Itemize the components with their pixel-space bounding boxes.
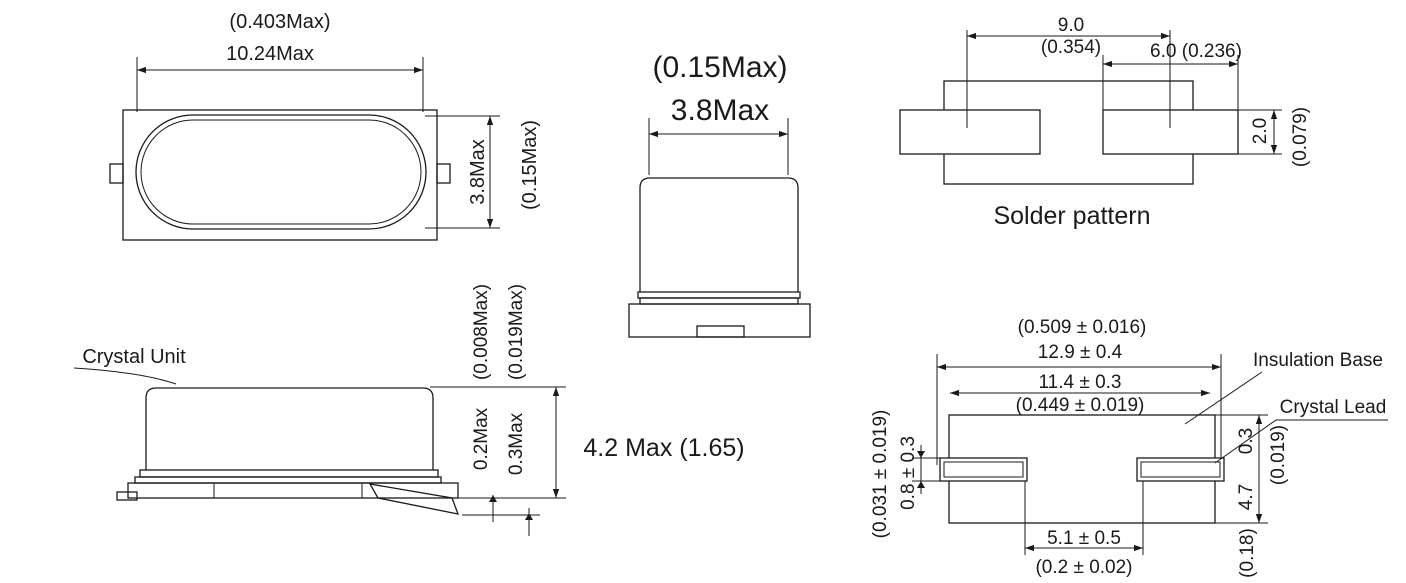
insulation-leader: [1184, 371, 1263, 425]
front-width-mm: 3.8Max: [671, 94, 769, 127]
base-right-0019: (0.019): [1268, 425, 1289, 485]
front-view: (0.15Max) 3.8Max: [628, 51, 811, 338]
base-right-018: (0.18): [1237, 528, 1258, 578]
top-view-oval-inner: [140, 119, 422, 225]
base-view: (0.509 ± 0.016) 12.9 ± 0.4 11.4 ± 0.3 (0…: [870, 317, 1388, 578]
crystal-lead-label: Crystal Lead: [1280, 397, 1387, 418]
insulation-base-label: Insulation Base: [1253, 350, 1383, 371]
base-leadw-inch: (0.031 ± 0.019): [870, 410, 891, 539]
base-overall-inch: (0.509 ± 0.016): [1018, 317, 1147, 338]
side-gap2-inch: (0.019Max): [506, 284, 527, 380]
side-gap2-mm: 0.3Max: [506, 412, 527, 475]
base-leadw-arrow-bot: [917, 481, 925, 488]
side-gap1-mm: 0.2Max: [471, 407, 492, 470]
base-overall-mm: 12.9 ± 0.4: [1038, 342, 1123, 363]
solder-pad-left: [899, 109, 1041, 155]
top-view: (0.403Max) 10.24Max 3.8Max (0.15Max): [109, 11, 541, 241]
front-view-rim2: [639, 297, 799, 305]
solder-title: Solder pattern: [993, 202, 1150, 230]
side-view-rim2: [134, 476, 442, 484]
side-gap1-inch: (0.008Max): [471, 284, 492, 380]
side-gap1-arrow: [489, 495, 497, 502]
crystal-lead-leader: [1214, 419, 1388, 464]
side-gap2-arrow: [525, 513, 533, 520]
base-right-47: 4.7: [1236, 484, 1257, 510]
crystal-unit-leader: [73, 367, 177, 385]
side-view-base: [127, 482, 459, 499]
base-leadw-arrow-top: [917, 451, 925, 458]
base-right-03: 0.3: [1236, 428, 1257, 454]
side-view-base-lines: [213, 483, 363, 498]
solder-9mm: 9.0: [1058, 15, 1084, 36]
top-height-inch: (0.15Max): [519, 120, 541, 210]
side-view-right-lead: [368, 483, 460, 515]
solder-2mm: 2.0: [1250, 118, 1271, 144]
solder-9inch: (0.354): [1041, 37, 1101, 58]
base-lead-right-inner: [1140, 461, 1221, 478]
top-view-left-tab: [109, 163, 124, 184]
front-view-can: [639, 177, 799, 292]
base-body-mm: 11.4 ± 0.3: [1039, 372, 1122, 393]
side-view-can: [145, 387, 434, 470]
top-width-inch: (0.403Max): [229, 11, 330, 33]
side-view: Crystal Unit (0.008Max) (0.019Max) 0.2Ma…: [73, 284, 745, 536]
top-view-right-tab: [436, 163, 451, 184]
base-pitch-inch: (0.2 ± 0.02): [1035, 557, 1132, 578]
solder-pattern: 9.0 (0.354) 6.0 (0.236) 2.0 (0.079) Sold…: [899, 15, 1311, 230]
front-view-rim: [637, 291, 801, 299]
top-height-mm: 3.8Max: [467, 139, 489, 205]
front-view-lead: [696, 325, 745, 338]
solder-2inch: (0.079): [1290, 107, 1311, 167]
base-lead-left: [939, 457, 1028, 482]
base-body-inch: (0.449 ± 0.019): [1016, 395, 1145, 416]
base-leadw-mm: 0.8 ± 0.3: [898, 436, 919, 510]
base-lead-right: [1136, 457, 1225, 482]
crystal-unit-label: Crystal Unit: [82, 346, 186, 368]
base-lead-left-inner: [943, 461, 1024, 478]
base-pitch-mm: 5.1 ± 0.5: [1047, 528, 1121, 549]
top-width-mm: 10.24Max: [226, 43, 314, 65]
side-view-left-lead: [116, 491, 138, 501]
front-width-inch: (0.15Max): [652, 51, 787, 84]
side-height: 4.2 Max (1.65): [583, 434, 744, 462]
solder-6: 6.0 (0.236): [1150, 41, 1242, 62]
top-view-oval-outer: [135, 114, 427, 230]
top-view-body: [122, 109, 438, 241]
front-view-base: [628, 303, 811, 338]
side-view-rim: [139, 469, 439, 478]
